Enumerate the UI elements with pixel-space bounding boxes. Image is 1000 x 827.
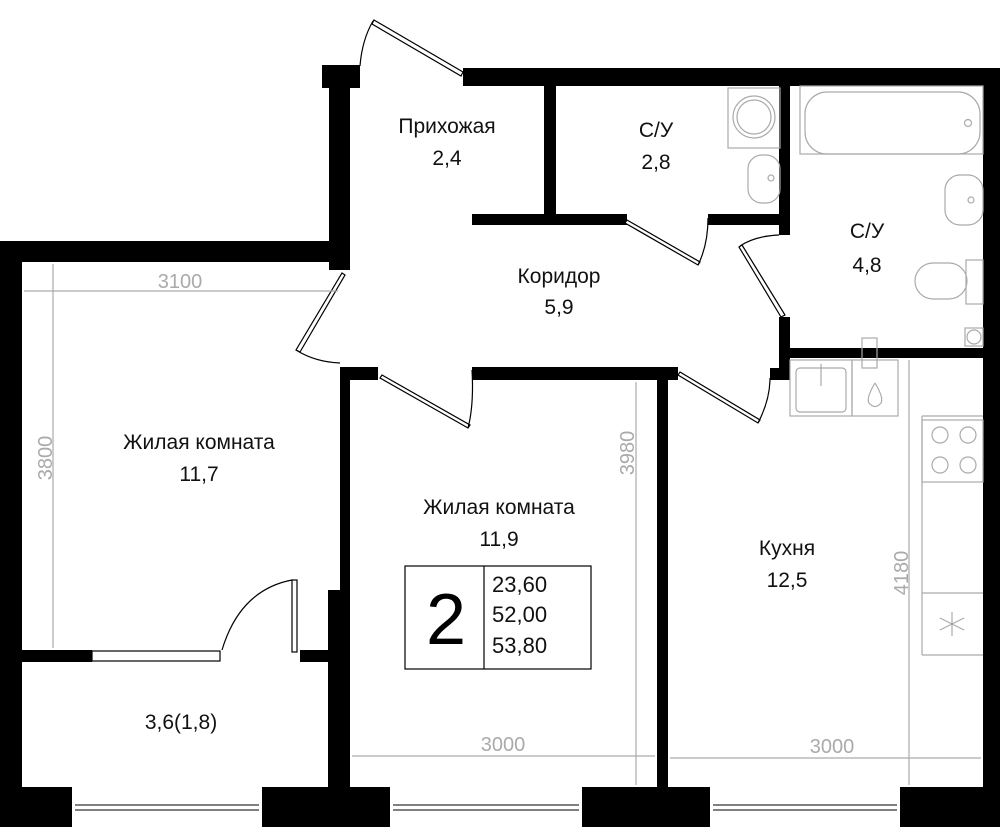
room-name-corridor: Коридор	[518, 265, 601, 288]
total-area: 52,00	[492, 602, 547, 627]
windows	[72, 650, 900, 827]
dimension-height-kitchen: 4180	[891, 551, 913, 596]
dimension-width-left-room: 3100	[158, 271, 203, 293]
room-name-living-room-1: Жилая комната	[123, 431, 275, 454]
room-area-corridor: 5,9	[544, 296, 573, 319]
dimension-width-middle-room: 3000	[481, 734, 526, 756]
dimension-width-kitchen: 3000	[810, 736, 855, 758]
doors	[221, 19, 786, 653]
dimension-lines	[24, 264, 981, 785]
room-name-bathroom-1: С/У	[639, 119, 674, 142]
room-area-living-room-2: 11,9	[479, 528, 518, 551]
rooms-count: 2	[426, 580, 466, 660]
balcony-area: 3,6(1,8)	[145, 711, 217, 734]
dimension-height-middle-room: 3980	[617, 431, 639, 476]
room-area-bathroom-2: 4,8	[852, 254, 881, 277]
room-area-bathroom-1: 2,8	[641, 151, 670, 174]
room-area-hallway: 2,4	[432, 147, 462, 170]
room-area-living-room-1: 11,7	[179, 463, 218, 486]
total-area-with-balcony: 53,80	[492, 633, 547, 658]
plumbing-fixtures	[727, 85, 984, 656]
apartment-summary: 2 23,60 52,00 53,80	[404, 565, 592, 670]
living-area: 23,60	[492, 572, 547, 597]
room-area-kitchen: 12,5	[767, 569, 808, 592]
room-name-living-room-2: Жилая комната	[423, 496, 575, 519]
room-name-kitchen: Кухня	[759, 537, 815, 560]
room-name-bathroom-2: С/У	[850, 220, 885, 243]
room-name-hallway: Прихожая	[398, 115, 495, 138]
dimension-height-left-room: 3800	[35, 436, 57, 481]
